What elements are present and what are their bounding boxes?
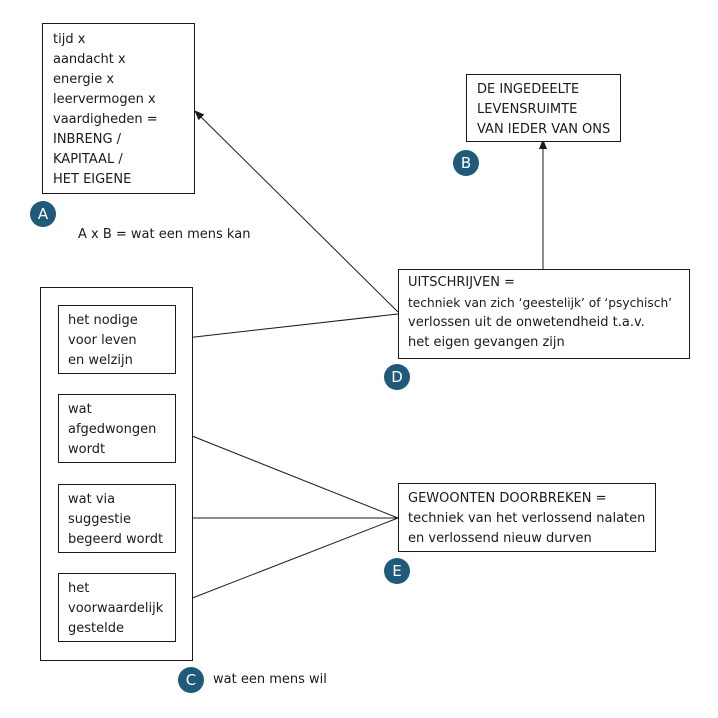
box-a-line: leervermogen x xyxy=(53,92,156,107)
box-b-line: LEVENSRUIMTE xyxy=(477,102,578,117)
c-label: wat een mens wil xyxy=(213,672,327,687)
box-b-line: VAN IEDER VAN ONS xyxy=(477,122,611,137)
box-e-line: GEWOONTEN DOORBREKEN = xyxy=(408,491,607,506)
badge-b: B xyxy=(453,150,479,176)
box-b-line: DE INGEDEELTE xyxy=(477,82,580,97)
arrow-d-to-c1 xyxy=(176,313,399,342)
box-d-line: UITSCHRIJVEN = xyxy=(408,275,515,290)
badge-d: D xyxy=(384,364,410,390)
group-c-item-line: gestelde xyxy=(68,621,124,636)
arrow-d-to-a xyxy=(194,110,399,313)
box-a-line: vaardigheden = xyxy=(53,112,158,127)
box-a-line: aandacht x xyxy=(53,52,126,67)
box-a-line: energie x xyxy=(53,72,115,87)
group-c-item-line: wat xyxy=(68,402,92,417)
arrow-e-to-c2 xyxy=(176,429,399,519)
box-a: tijd x aandacht x energie x leervermogen… xyxy=(42,23,195,194)
group-c-item-line: suggestie xyxy=(68,512,131,527)
badge-c: C xyxy=(178,667,204,693)
box-a-line: HET EIGENE xyxy=(53,172,132,187)
group-c-item-line: afgedwongen xyxy=(68,422,157,437)
group-c-item: het voorwaardelijk gestelde xyxy=(58,573,176,642)
box-d-line: techniek van zich ‘geestelijk’ of ‘psych… xyxy=(408,296,673,310)
box-b: DE INGEDEELTE LEVENSRUIMTE VAN IEDER VAN… xyxy=(466,74,621,142)
box-a-line: tijd x xyxy=(53,32,86,47)
box-a-line: KAPITAAL / xyxy=(53,152,123,167)
group-c-item-line: voorwaardelijk xyxy=(68,601,164,616)
badge-e: E xyxy=(384,558,410,584)
box-d-line: het eigen gevangen zijn xyxy=(408,335,565,350)
group-c-item-line: het xyxy=(68,581,90,596)
group-c-item-line: begeerd wordt xyxy=(68,532,164,547)
box-d: UITSCHRIJVEN = techniek van zich ‘geeste… xyxy=(398,269,690,359)
group-c-item-line: het nodige xyxy=(68,313,138,328)
group-c-item: wat afgedwongen wordt xyxy=(58,394,176,463)
arrow-e-to-c4 xyxy=(176,517,399,605)
box-e-line: en verlossend nieuw durven xyxy=(408,531,592,546)
box-d-line: verlossen uit de onwetendheid t.a.v. xyxy=(408,315,645,330)
box-e-line: techniek van het verlossend nalaten xyxy=(408,511,646,526)
group-c-item-line: wat via xyxy=(68,492,116,507)
group-c-item: wat via suggestie begeerd wordt xyxy=(58,484,176,553)
group-c-item-line: en welzijn xyxy=(68,353,133,368)
badge-a: A xyxy=(30,201,56,227)
group-c-item: het nodige voor leven en welzijn xyxy=(58,305,176,374)
formula-text: A x B = wat een mens kan xyxy=(78,227,251,242)
box-e: GEWOONTEN DOORBREKEN = techniek van het … xyxy=(398,483,656,552)
group-c-item-line: wordt xyxy=(68,442,106,457)
group-c-item-line: voor leven xyxy=(68,333,137,348)
box-a-line: INBRENG / xyxy=(53,132,122,147)
